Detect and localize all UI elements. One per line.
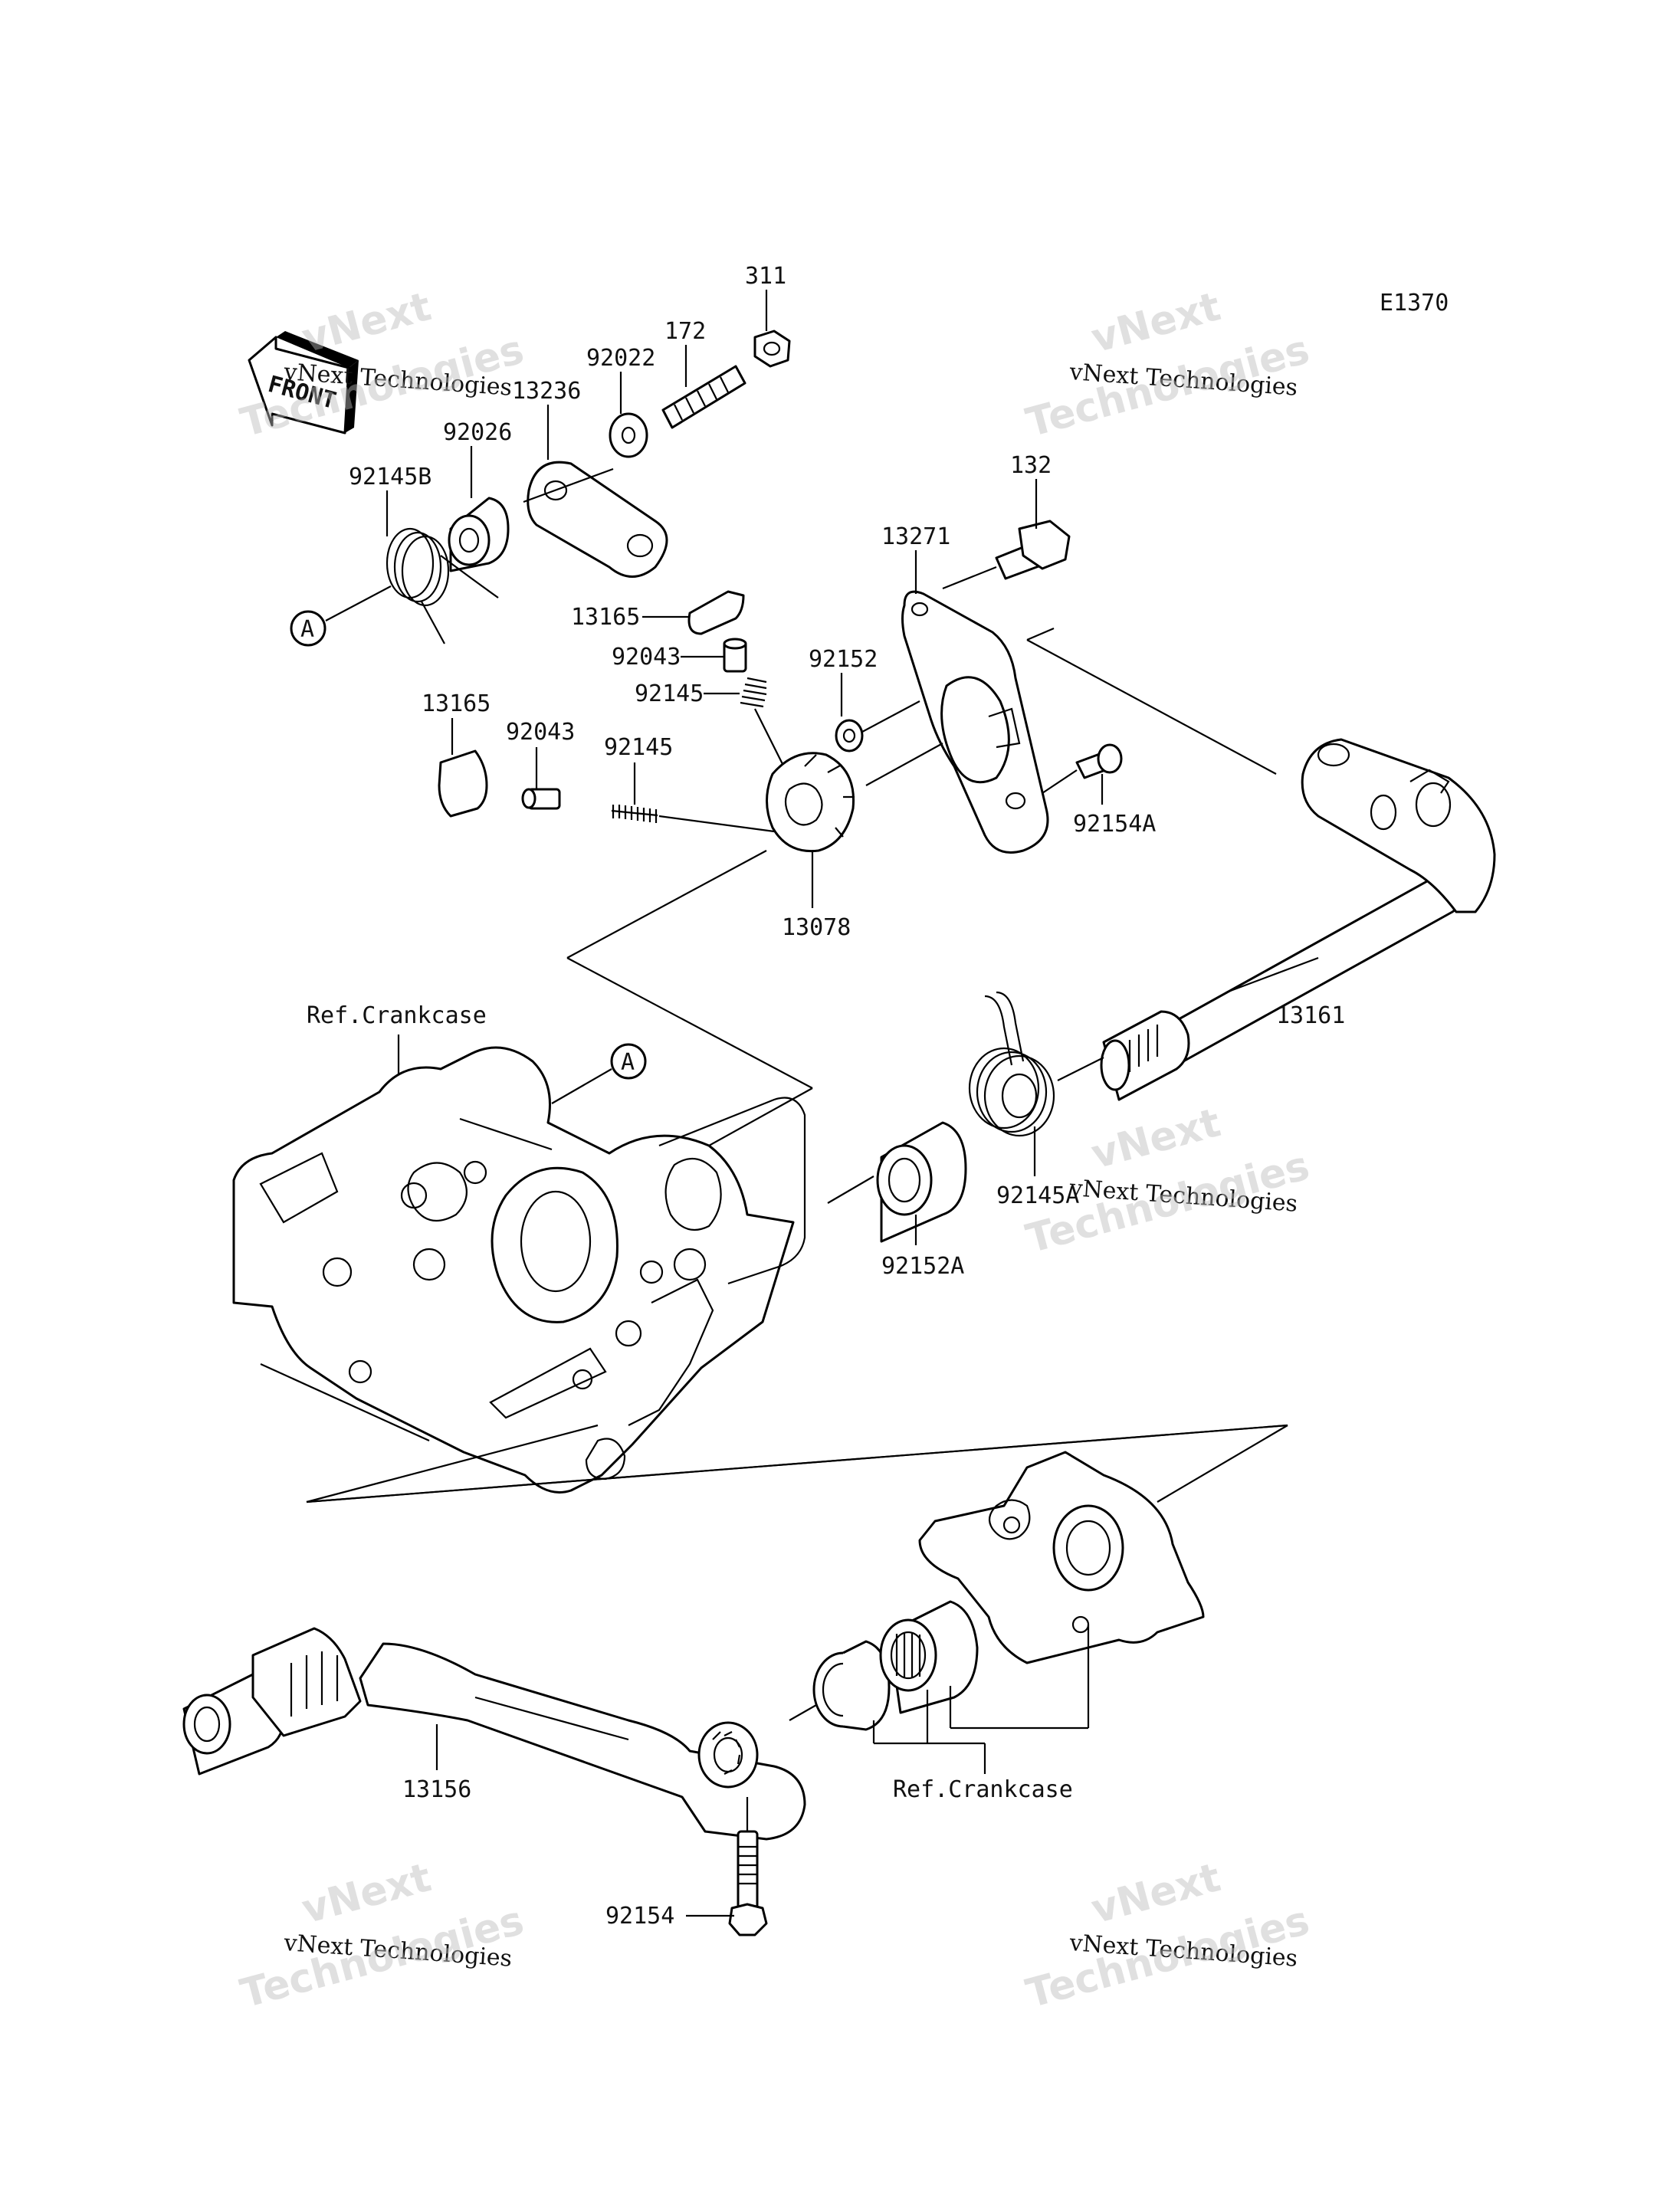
watermark-bottom-left: vNext vNext Technologies Technologies xyxy=(236,1854,529,2017)
washer-92152-icon[interactable] xyxy=(835,719,864,753)
svg-text:A: A xyxy=(621,1049,635,1076)
shift-lever-13156-icon[interactable] xyxy=(182,1627,806,1841)
spring-92145A-icon[interactable] xyxy=(968,991,1055,1137)
label-172: 172 xyxy=(664,318,706,345)
watermark-top-right: vNext vNext Technologies Technologies xyxy=(1022,284,1314,446)
label-92145B: 92145B xyxy=(349,464,431,490)
bolt-92154-icon[interactable] xyxy=(728,1830,768,1936)
plate-13271-icon[interactable] xyxy=(901,590,1049,854)
svg-text:vNext: vNext xyxy=(1087,1854,1226,1933)
label-92043-left: 92043 xyxy=(506,719,575,746)
svg-text:vNext: vNext xyxy=(297,1854,436,1933)
washer-92022-icon[interactable] xyxy=(609,412,648,458)
collar-92026-icon[interactable] xyxy=(448,497,510,572)
label-13271: 13271 xyxy=(881,523,950,550)
svg-text:vNext: vNext xyxy=(1087,1100,1226,1178)
spring-92145B-icon[interactable] xyxy=(386,527,499,644)
svg-text:vNext: vNext xyxy=(1087,284,1226,362)
watermark-bottom-right: vNext vNext Technologies Technologies xyxy=(1022,1854,1314,2017)
label-92145-top: 92145 xyxy=(635,680,704,707)
link-13236-icon[interactable] xyxy=(527,461,668,578)
label-ref-crankcase-bottom: Ref.Crankcase xyxy=(893,1776,1073,1803)
bearing-needle-icon[interactable] xyxy=(879,1600,979,1714)
nut-311-icon[interactable] xyxy=(753,330,791,368)
label-13078: 13078 xyxy=(782,914,851,941)
label-92145-left: 92145 xyxy=(604,734,673,761)
label-92154: 92154 xyxy=(605,1903,674,1930)
label-13165-top: 13165 xyxy=(571,604,640,631)
label-311: 311 xyxy=(745,263,786,290)
bolt-132-icon[interactable] xyxy=(995,520,1071,580)
label-92152: 92152 xyxy=(809,646,878,673)
cam-13078-icon[interactable] xyxy=(766,752,855,853)
stud-172-icon[interactable] xyxy=(661,365,746,429)
label-92022: 92022 xyxy=(586,345,655,372)
label-13161: 13161 xyxy=(1276,1002,1345,1029)
callout-a-top: A xyxy=(290,610,326,647)
label-13236: 13236 xyxy=(512,378,581,405)
bolt-92154A-icon[interactable] xyxy=(1075,743,1123,779)
label-92154A: 92154A xyxy=(1073,811,1156,838)
diagram-code: E1370 xyxy=(1380,290,1449,316)
label-13165-left: 13165 xyxy=(422,690,491,717)
bushing-92152A-icon[interactable] xyxy=(876,1121,967,1243)
label-ref-crankcase-top: Ref.Crankcase xyxy=(307,1002,487,1029)
watermark-mid-right: vNext vNext Technologies Technologies xyxy=(1022,1100,1314,1262)
bearing-outer-icon[interactable] xyxy=(812,1640,891,1731)
label-92152A: 92152A xyxy=(881,1253,964,1280)
spring-92145-left-icon[interactable] xyxy=(611,805,658,823)
shaft-13161-icon[interactable] xyxy=(1100,738,1496,1101)
pawl-13165-left-icon[interactable] xyxy=(438,749,488,818)
svg-text:vNext: vNext xyxy=(297,284,436,362)
label-92026: 92026 xyxy=(443,419,512,446)
spring-92145-top-icon[interactable] xyxy=(740,677,767,708)
crankcase-lower-icon xyxy=(918,1451,1205,1664)
pin-92043-left-icon[interactable] xyxy=(521,788,561,810)
crankcase-main-icon xyxy=(232,1046,806,1494)
front-arrow-icon: FRONT xyxy=(248,331,359,434)
label-13156: 13156 xyxy=(402,1776,471,1803)
label-92043-top: 92043 xyxy=(612,644,681,671)
label-92145A: 92145A xyxy=(996,1182,1079,1209)
label-132: 132 xyxy=(1010,452,1052,479)
callout-a-mid: A xyxy=(610,1043,647,1080)
svg-text:A: A xyxy=(300,616,314,643)
pawl-13165-top-icon[interactable] xyxy=(687,590,745,635)
pin-92043-top-icon[interactable] xyxy=(723,638,747,673)
